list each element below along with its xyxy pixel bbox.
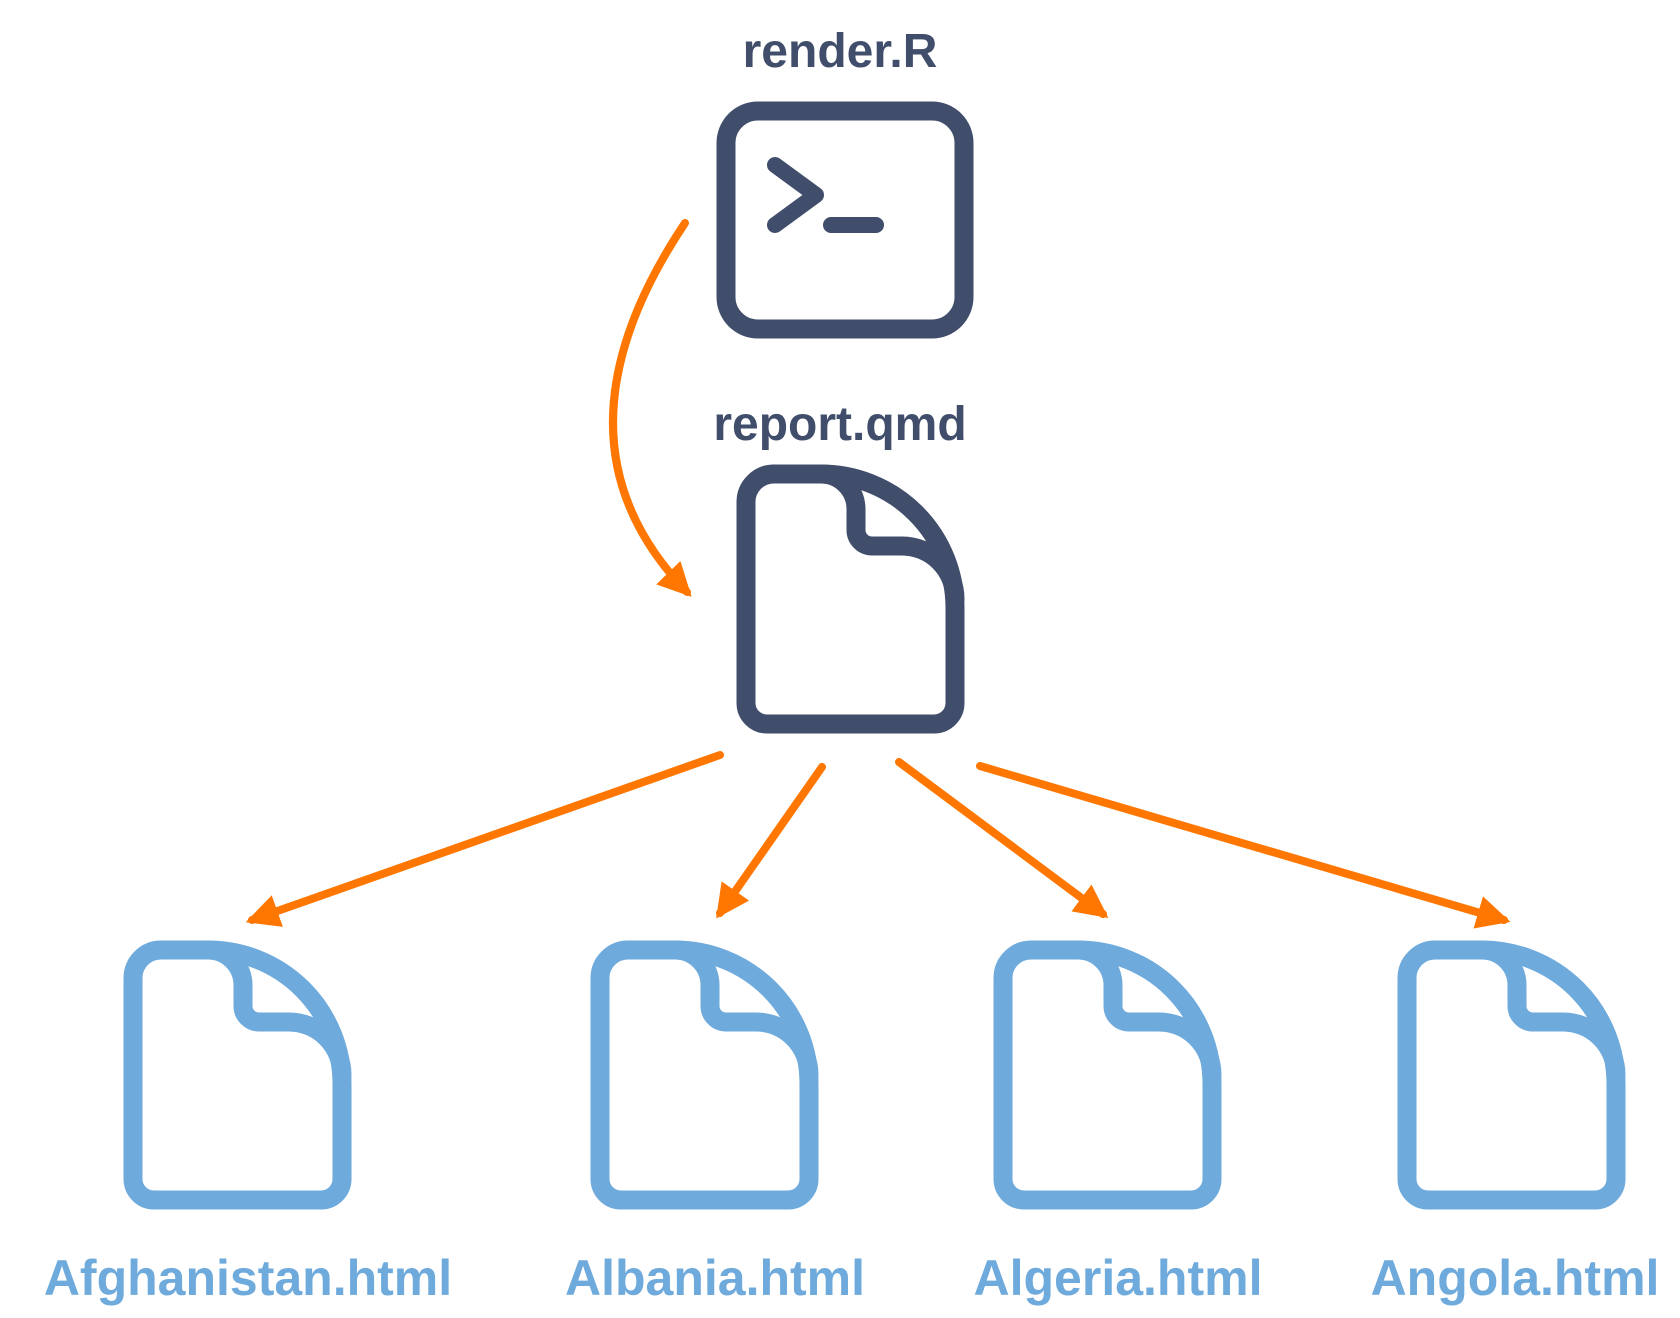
output-document-angola: Angola.html: [1371, 940, 1660, 1306]
arrow-template-to-albania: [716, 763, 826, 919]
document-icon: [736, 464, 965, 734]
output-document-albania: Albania.html: [565, 940, 865, 1306]
output-document-algeria: Algeria.html: [974, 940, 1263, 1306]
document-icon: [993, 940, 1222, 1210]
output-document-afghanistan: Afghanistan.html: [44, 940, 452, 1306]
output-label-angola: Angola.html: [1371, 1250, 1660, 1306]
arrow-template-to-algeria: [895, 758, 1109, 919]
template-label: report.qmd: [713, 398, 966, 451]
document-icon: [590, 940, 819, 1210]
document-icon: [1397, 940, 1626, 1210]
script-label: render.R: [743, 25, 938, 78]
arrow-script-to-template: [609, 219, 692, 597]
document-icon: [123, 940, 352, 1210]
arrow-template-to-angola: [976, 762, 1511, 929]
arrow-template-to-afghanistan: [245, 751, 724, 927]
terminal-icon: [716, 101, 974, 339]
output-label-albania: Albania.html: [565, 1250, 865, 1306]
output-label-afghanistan: Afghanistan.html: [44, 1250, 452, 1306]
output-label-algeria: Algeria.html: [974, 1250, 1263, 1306]
